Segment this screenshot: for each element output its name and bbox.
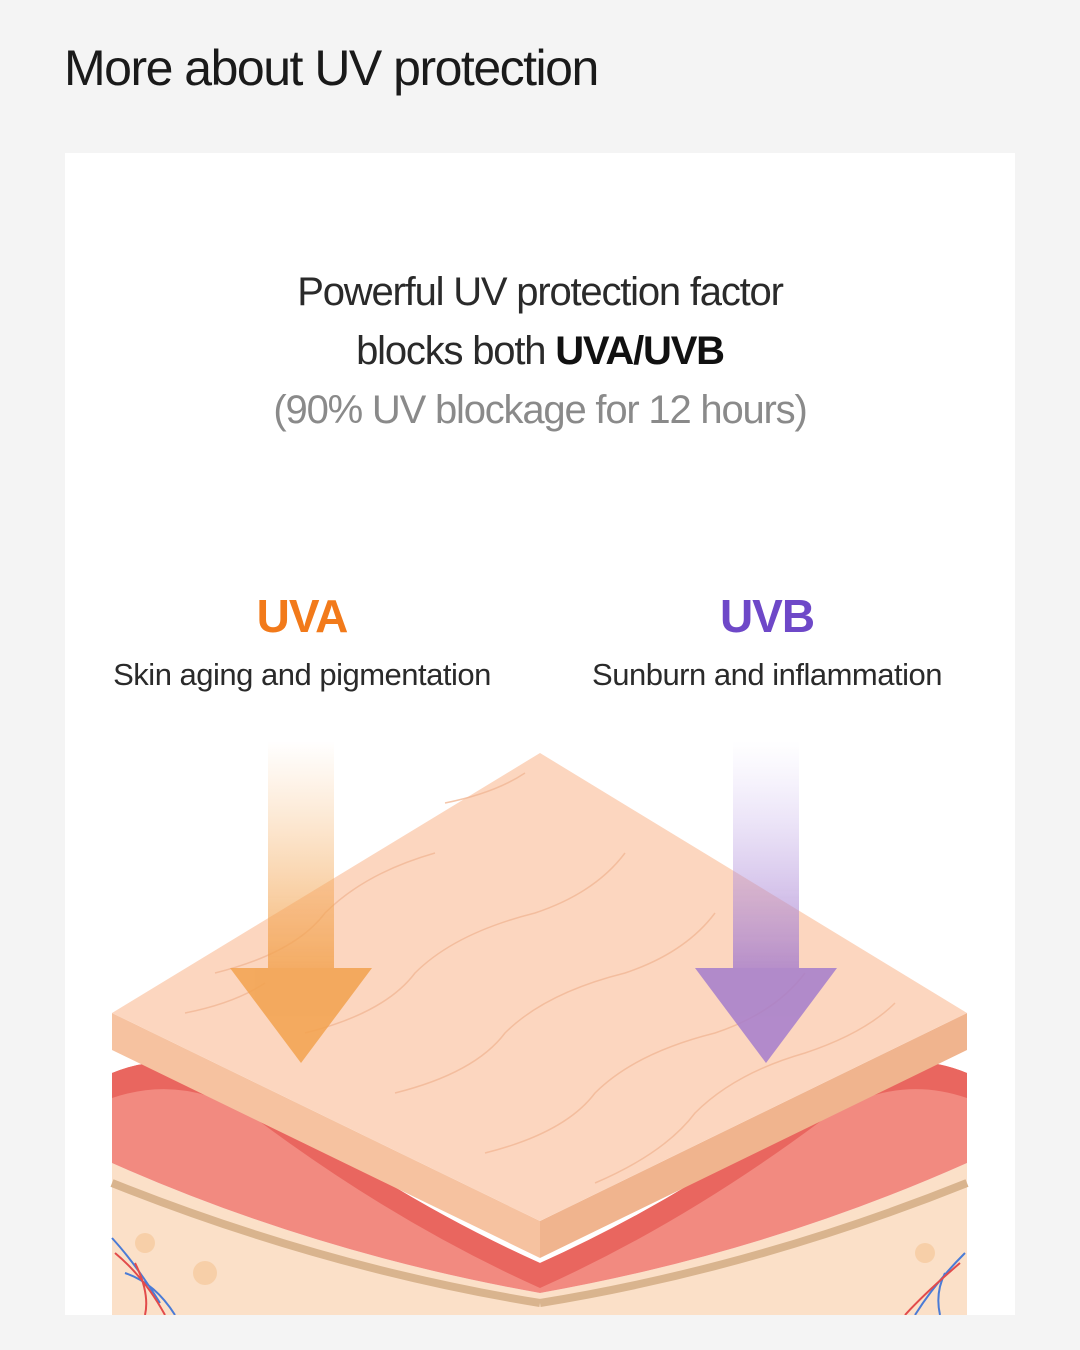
headline: Powerful UV protection factor blocks bot… <box>65 263 1015 440</box>
page-title: More about UV protection <box>64 40 599 96</box>
uva-description: Skin aging and pigmentation <box>113 657 491 692</box>
headline-subtext: (90% UV blockage for 12 hours) <box>273 388 807 432</box>
uvb-description: Sunburn and inflammation <box>592 657 942 692</box>
epidermis-left-face <box>112 1013 540 1258</box>
epidermis-top <box>112 753 967 1221</box>
uvb-arrow <box>695 741 837 1063</box>
headline-line2-prefix: blocks both <box>356 329 556 373</box>
headline-line2-strong: UVA/UVB <box>555 329 725 373</box>
skin-layers-illustration <box>110 741 969 1315</box>
uva-title: UVA <box>256 590 349 642</box>
epidermis-right-face <box>540 1013 967 1258</box>
headline-line2: blocks both UVA/UVB <box>65 322 1015 381</box>
uva-arrow <box>230 741 372 1063</box>
headline-line1: Powerful UV protection factor <box>297 270 784 314</box>
dermis-layer <box>112 1061 967 1293</box>
subcutis-layer <box>112 1163 967 1315</box>
uvb-title: UVB <box>719 590 815 642</box>
uv-info-card: Powerful UV protection factor blocks bot… <box>65 153 1015 1315</box>
